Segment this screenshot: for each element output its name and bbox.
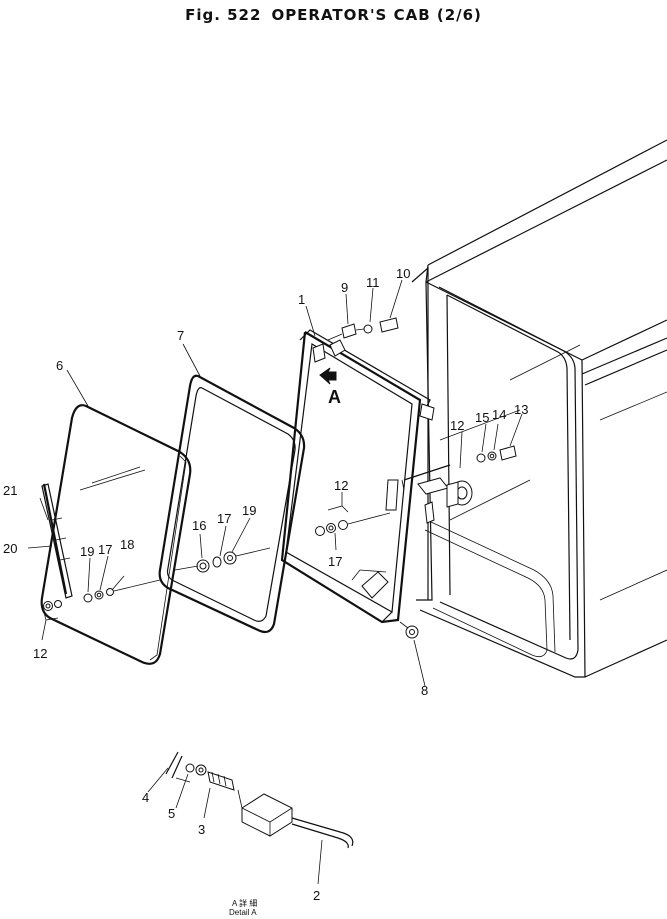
callout-12-frame: 12	[334, 478, 348, 493]
window-glass	[40, 404, 192, 665]
figure-title: Fig. 522 OPERATOR'S CAB (2/6)	[0, 6, 667, 24]
callout-15: 15	[475, 410, 489, 425]
detail-caption-en: Detail A	[229, 908, 257, 917]
callout-11: 11	[366, 275, 380, 290]
callout-1: 1	[298, 292, 305, 307]
wiper-blade	[41, 483, 73, 599]
callout-14: 14	[492, 407, 506, 422]
callout-16: 16	[192, 518, 206, 533]
callout-19-seal: 19	[242, 503, 256, 518]
callout-labels: 1 2 3 4 5 6 7 8 9 10 11 12 12 12 13 14 1…	[3, 266, 528, 917]
detail-a-assembly	[165, 751, 354, 849]
callout-3: 3	[198, 822, 205, 837]
callout-4: 4	[142, 790, 149, 805]
fasteners	[43, 317, 517, 639]
callout-20: 20	[3, 541, 17, 556]
callout-17-frame: 17	[328, 554, 342, 569]
figure-caption: OPERATOR'S CAB (2/6)	[271, 6, 482, 24]
handle-assembly	[401, 464, 473, 524]
detail-caption-native: A 詳 細	[232, 898, 257, 908]
callout-8: 8	[421, 683, 428, 698]
callout-10: 10	[396, 266, 410, 281]
window-seal	[158, 374, 306, 634]
callout-18: 18	[120, 537, 134, 552]
callout-5: 5	[168, 806, 175, 821]
cab-body	[411, 139, 667, 678]
callout-6: 6	[56, 358, 63, 373]
door-frame	[280, 329, 435, 624]
figure-number: Fig. 522	[185, 6, 262, 24]
callout-13: 13	[514, 402, 528, 417]
callout-12-right: 12	[450, 418, 464, 433]
detail-a-marker: A	[328, 387, 341, 407]
callout-12-wiper: 12	[33, 646, 47, 661]
callout-2: 2	[313, 888, 320, 903]
leader-lines	[27, 279, 523, 885]
callout-17-wiper: 17	[98, 542, 112, 557]
callout-21: 21	[3, 483, 17, 498]
callout-17-seal: 17	[217, 511, 231, 526]
callout-19-wiper: 19	[80, 544, 94, 559]
callout-7: 7	[177, 328, 184, 343]
callout-9: 9	[341, 280, 348, 295]
